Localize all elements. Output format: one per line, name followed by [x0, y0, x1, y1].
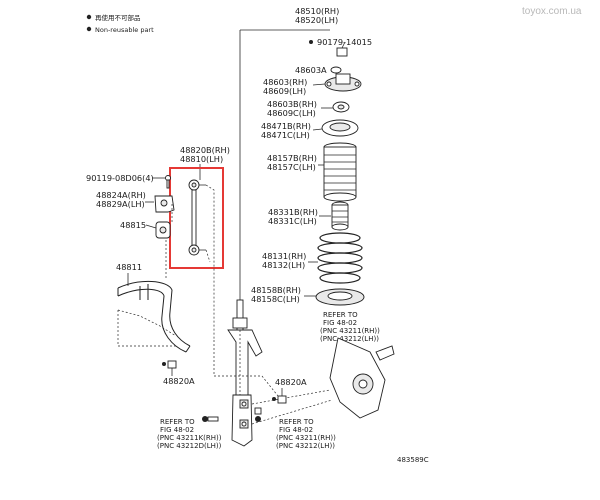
label-bump-lh: 48331C(LH)	[268, 216, 317, 226]
label-strut-lh: 48520(LH)	[295, 15, 338, 25]
label-spring-rh: 48131(RH)	[262, 251, 306, 261]
non-reusable-dot-icon	[309, 40, 313, 44]
non-reusable-marker-icon	[86, 14, 92, 20]
legend-jp-text: 再使用不可部品	[95, 13, 141, 22]
label-seat-lh: 48471C(LH)	[261, 130, 310, 140]
ref1-line1: REFER TO	[279, 418, 314, 426]
spring-seat-inner	[329, 122, 351, 132]
upper-support-boss	[335, 73, 351, 85]
lower-nut-right-part	[254, 407, 262, 422]
label-bearing-lh: 48609C(LH)	[267, 108, 316, 118]
support-stud-right	[354, 81, 360, 87]
label-bearing-rh: 48603B(RH)	[267, 99, 317, 109]
nut-b-part	[272, 395, 287, 404]
label-nut-b: 48820A	[275, 377, 307, 387]
steering-knuckle-part	[329, 337, 395, 419]
ref2-line3: (PNC 43211K(RH))	[157, 434, 222, 442]
label-spring-lh: 48132(LH)	[262, 260, 305, 270]
label-link-rh: 48820B(RH)	[180, 145, 230, 155]
leader-nut-top	[341, 41, 346, 49]
label-bushing: 48815	[120, 220, 146, 230]
label-bolt-side: 90119-08D06(4)	[86, 173, 154, 183]
diagram-id: 483589C	[397, 456, 429, 464]
label-boot-lh: 48157C(LH)	[267, 162, 316, 172]
label-nut-a: 48820A	[163, 376, 195, 386]
ref3-line1: REFER TO	[323, 311, 358, 319]
strut-body-part	[227, 299, 263, 447]
ref2-line1: REFER TO	[160, 418, 195, 426]
stabilizer-link-highlight	[169, 167, 224, 269]
knuckle-bolt-dash	[251, 389, 333, 425]
label-support-rh: 48603(RH)	[263, 77, 307, 87]
non-reusable-marker-icon-2	[86, 26, 92, 32]
stabilizer-bar-part	[117, 281, 191, 353]
leader-support	[312, 83, 326, 86]
bump-stopper-part	[331, 201, 349, 231]
ref1-line4: (PNC 43212(LH))	[276, 442, 335, 450]
ref2-line2: FIG 48-02	[160, 426, 194, 434]
bracket-part	[154, 195, 175, 213]
coil-spring-part	[317, 232, 363, 284]
label-bracket-rh: 48824A(RH)	[96, 190, 146, 200]
label-lower-lh: 48158C(LH)	[251, 294, 300, 304]
link-routing-dash	[205, 184, 215, 340]
nut-a-part	[162, 360, 177, 369]
label-lower-rh: 48158B(RH)	[251, 285, 301, 295]
label-bracket-lh: 48829A(LH)	[96, 199, 145, 209]
label-bump-rh: 48331B(RH)	[268, 207, 318, 217]
label-boot-rh: 48157B(RH)	[267, 153, 317, 163]
top-nut-part	[336, 47, 348, 57]
label-link-lh: 48810(LH)	[180, 154, 223, 164]
label-support-lh: 48609(LH)	[263, 86, 306, 96]
ref3-line2: FIG 48-02	[323, 319, 357, 327]
label-stab-bar: 48811	[116, 262, 142, 272]
label-strut-rh: 48510(RH)	[295, 6, 339, 16]
lower-insulator-inner	[327, 291, 353, 301]
stab-bar-outline-dash	[117, 309, 177, 347]
ref3-line3: (PNC 43211(RH))	[320, 327, 380, 335]
bolt-side-part	[165, 175, 171, 189]
bracket-dash	[165, 204, 173, 280]
ref2-line4: (PNC 43212D(LH))	[157, 442, 222, 450]
lower-bolt-left-part	[202, 416, 219, 422]
ref1-line2: FIG 48-02	[279, 426, 313, 434]
nut-b-dash	[213, 340, 279, 397]
label-cap: 48603A	[295, 65, 327, 75]
bushing-part	[155, 221, 171, 239]
ref1-line3: (PNC 43211(RH))	[276, 434, 336, 442]
legend-en-text: Non-reusable part	[95, 26, 154, 34]
dust-boot-part	[323, 142, 357, 202]
legend: 再使用不可部品 Non-reusable part	[86, 13, 154, 34]
cap-part	[330, 66, 342, 74]
label-seat-rh: 48471B(RH)	[261, 121, 311, 131]
leader-bushing	[145, 224, 157, 229]
bearing-center	[337, 104, 345, 110]
support-stud-left	[326, 81, 332, 87]
ref3-line4: (PNC 43212(LH))	[320, 335, 379, 343]
label-nut-top: 90179-14015	[317, 37, 372, 47]
leader-seat	[312, 128, 323, 131]
stabilizer-link-part	[188, 179, 206, 256]
watermark-text: toyox.com.ua	[522, 6, 582, 17]
